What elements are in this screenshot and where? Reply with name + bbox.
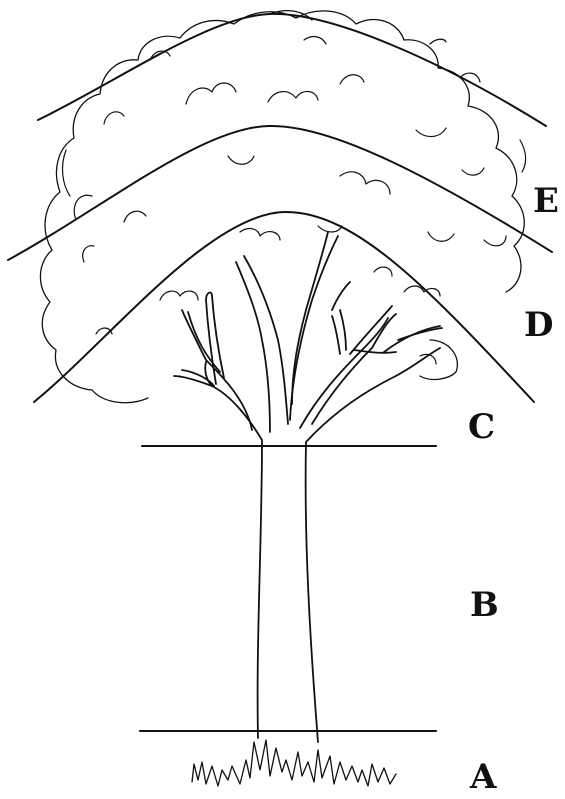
zone-label-e: E xyxy=(533,181,559,221)
tree-crown-outline xyxy=(39,9,525,404)
crown-texture xyxy=(61,35,527,365)
tree-trunk xyxy=(173,231,443,743)
zone-boundary-lower-arc xyxy=(33,211,535,403)
zone-boundary-middle-arc xyxy=(7,124,553,261)
zone-boundary-upper-arc xyxy=(37,12,547,127)
zone-label-b: B xyxy=(470,585,499,625)
zone-label-d: D xyxy=(524,305,554,345)
grass xyxy=(191,739,397,787)
zone-label-a: A xyxy=(470,757,497,797)
zone-label-c: C xyxy=(468,407,496,447)
